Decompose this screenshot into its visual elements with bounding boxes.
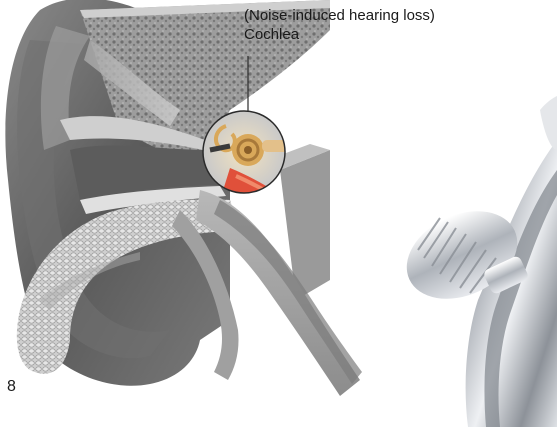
cochlea-callout: (Noise-induced hearing loss) Cochlea — [244, 6, 435, 44]
callout-label: Cochlea — [244, 25, 435, 44]
callout-qualifier: (Noise-induced hearing loss) — [244, 6, 435, 25]
page-number: 8 — [7, 378, 16, 396]
stopwatch-image — [393, 96, 557, 427]
